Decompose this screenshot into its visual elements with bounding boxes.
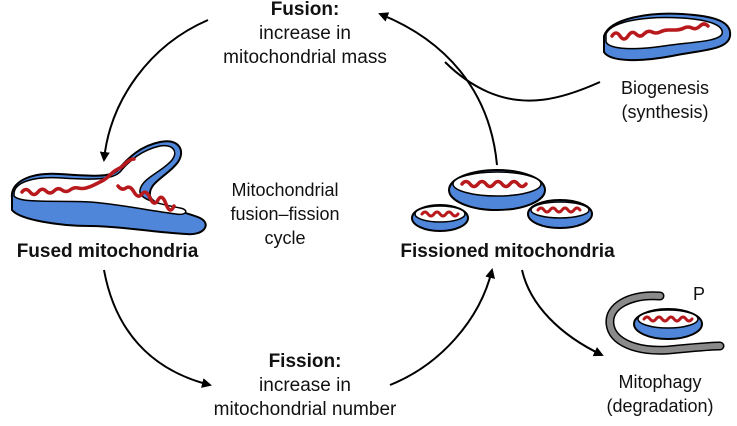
biogenesis-line1: Biogenesis xyxy=(620,78,710,98)
fission-arrow xyxy=(103,269,212,388)
center-line3: cycle xyxy=(264,228,306,248)
engulfed-mitochondrion xyxy=(633,308,703,340)
fusion-title: Fusion: xyxy=(270,0,340,20)
fusion-line2: mitochondrial mass xyxy=(223,47,387,68)
mitophagy-arrow xyxy=(521,269,604,357)
fissioned-mitochondrion-left xyxy=(411,204,469,232)
mitophagy-label: Mitophagy (degradation) xyxy=(590,370,730,418)
mitophagy-line2: (degradation) xyxy=(606,396,714,416)
center-label: Mitochondrial fusion–fission cycle xyxy=(200,178,370,250)
fissioned-mitochondrion-right xyxy=(527,199,593,229)
return-arrow xyxy=(389,268,495,386)
fission-line2: mitochondrial number xyxy=(213,399,397,420)
fusion-line1: increase in xyxy=(259,23,351,44)
fusion-label: Fusion: increase in mitochondrial mass xyxy=(190,0,420,70)
phagophore xyxy=(605,291,725,355)
to-fusion-arrow xyxy=(378,12,498,166)
center-line1: Mitochondrial xyxy=(231,180,339,200)
mitophagy-line1: Mitophagy xyxy=(618,372,702,392)
biogenesis-label: Biogenesis (synthesis) xyxy=(600,76,730,124)
biogenesis-line2: (synthesis) xyxy=(621,102,709,122)
center-line2: fusion–fission xyxy=(230,204,340,224)
biogenesis-arrow xyxy=(444,61,601,102)
fissioned-mitochondria-label: Fissioned mitochondria xyxy=(400,241,615,262)
fissioned-mitochondrion-large xyxy=(448,169,546,211)
fused-mitochondrion xyxy=(10,140,207,236)
fission-title: Fission: xyxy=(268,351,342,372)
phosphate-label: P xyxy=(692,284,705,304)
biogenesis-mitochondrion xyxy=(603,12,732,62)
fission-label: Fission: increase in mitochondrial numbe… xyxy=(190,350,420,422)
fused-mitochondria-label: Fused mitochondria xyxy=(16,241,199,262)
fission-line1: increase in xyxy=(259,375,351,396)
fusion-arrow xyxy=(99,19,209,162)
